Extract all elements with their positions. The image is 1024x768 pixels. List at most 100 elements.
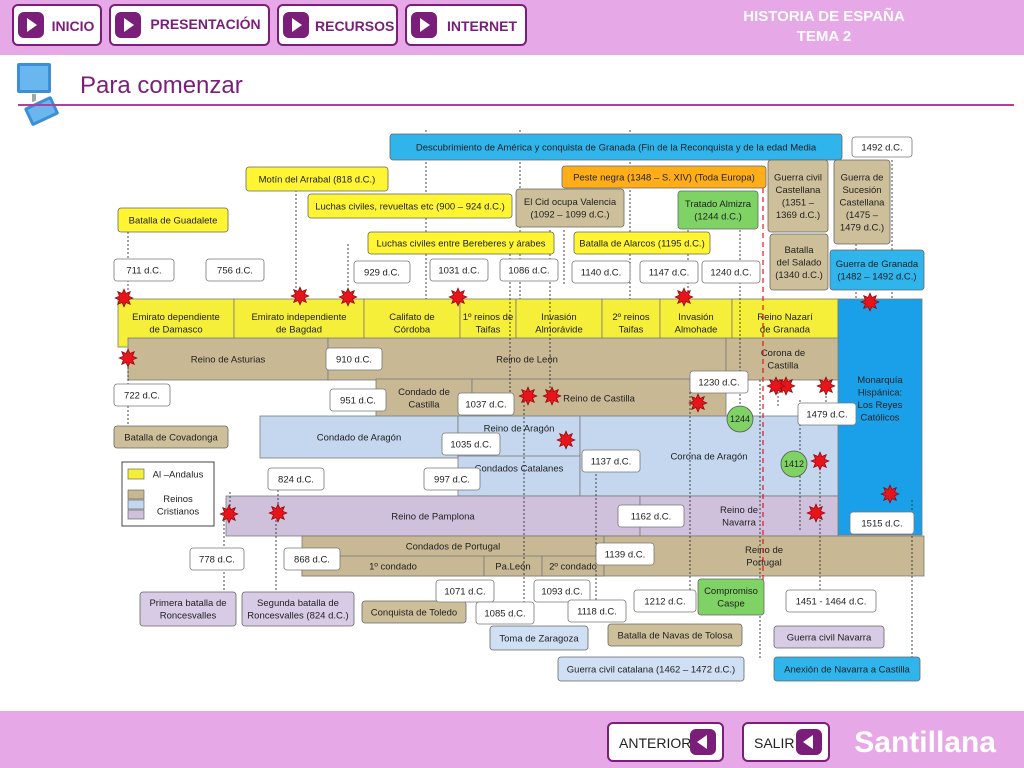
event-guerra-sucesion [833,159,891,245]
event-roncesvalles-1 [139,591,237,627]
date-label: 1137 d.C. [591,456,632,467]
event-luchas-civiles [307,193,513,219]
nav-inicio-button[interactable]: INICIO [12,4,102,46]
anterior-label: ANTERIOR [619,735,692,751]
salir-button[interactable]: SALIR [742,722,830,762]
event-toledo [361,600,467,624]
page-title: Para comenzar [80,72,243,99]
burst-marker-icon [688,393,708,413]
event-label-navas: Batalla de Navas de Tolosa [618,630,734,641]
event-guerra-catalana [557,656,745,682]
circle-c1244 [726,405,754,433]
band-asturias [127,337,329,381]
event-label-peste: Peste negra (1348 – S. XIV) (Toda Europa… [573,172,755,183]
play-arrow-icon [115,12,141,38]
burst-marker-icon [806,503,826,523]
burst-marker-icon [290,286,310,306]
band-label-leon: Reino de León [496,354,558,365]
event-salado [769,233,829,291]
event-label-covadonga: Batalla de Covadonga [124,432,218,443]
title-divider [18,104,1014,106]
event-peste [561,165,767,189]
play-arrow-icon [18,12,44,38]
band-label-corona-aragon: Corona de Aragón [670,451,747,462]
event-navas [607,623,743,647]
band-label-condados-portugal: Condados de Portugal [406,541,501,552]
event-layer [113,133,925,682]
band-label-paleon: Pa.León [495,561,530,572]
date-label: 1147 d.C. [649,267,690,278]
legend [121,461,215,527]
date-label: 1031 d.C. [438,265,479,276]
course-title: HISTORIA DE ESPAÑA TEMA 2 [724,7,924,47]
band-label-condado-aragon: Condado de Aragón [317,432,402,443]
date-label: 1037 d.C. [465,399,506,410]
circle-label-c1244: 1244 [730,414,750,424]
burst-marker-icon [118,348,138,368]
date-label: 868 d.C. [294,554,330,565]
date-box [851,136,913,158]
salir-label: SALIR [754,735,795,751]
burst-marker-icon [114,288,134,308]
anterior-button[interactable]: ANTERIOR [607,722,724,762]
date-box [457,392,515,416]
date-label: 910 d.C. [336,354,372,365]
date-label: 711 d.C. [126,265,161,276]
nav-internet-button[interactable]: INTERNET [405,4,527,46]
event-cid [515,188,625,228]
bottom-bar [0,711,1024,768]
event-guerra-granada [829,249,925,291]
legend-swatch-reinos-2 [127,499,145,510]
nav-recursos-label: RECURSOS [315,18,395,34]
date-box [617,504,685,528]
date-box [113,383,171,407]
date-box [595,542,655,566]
band-label-condados-catalanes: Condados Catalanes [475,463,564,474]
nav-recursos-button[interactable]: RECURSOS [277,4,398,46]
date-box [441,432,501,456]
band-label-segundo-condado: 2º condado [549,561,597,572]
date-label: 1118 d.C. [577,606,617,617]
band-label-primer-condado: 1º condado [369,561,417,572]
date-box [701,260,761,284]
band-label-reino-castilla: Reino de Castilla [563,393,636,404]
event-guadalete [117,207,229,233]
burst-marker-icon [338,287,358,307]
band-condado-aragon [259,415,459,459]
event-roncesvalles-2 [241,591,355,627]
burst-marker-icon [810,451,830,471]
date-label: 1479 d.C. [806,409,847,420]
burst-marker-icon [542,386,562,406]
band-layer [117,298,925,577]
circle-label-c1412: 1412 [784,459,804,469]
date-box [633,589,697,613]
date-box [567,599,627,623]
event-label-descubrimiento: Descubrimiento de América y conquista de… [416,142,817,153]
date-box [785,589,877,613]
nav-presentacion-button[interactable]: PRESENTACIÓN [109,4,270,46]
date-label: 1139 d.C. [605,549,646,560]
date-box [325,347,383,371]
event-label-almizra: Tratado Almizra(1244 d.C.) [685,199,752,223]
burst-marker-icon [518,386,538,406]
date-label: 1230 d.C. [698,377,739,388]
band-label-asturias: Reino de Asturias [191,354,266,365]
date-box [329,388,387,412]
back-arrow-icon [796,729,822,755]
event-label-luchas-civiles: Luchas civiles, revueltas etc (900 – 924… [315,201,505,212]
burst-marker-icon [766,376,786,396]
burst-marker-icon [880,484,900,504]
event-caspe [697,578,765,616]
event-anexion-navarra [773,656,921,682]
legend-swatch-reinos-1 [127,489,145,500]
